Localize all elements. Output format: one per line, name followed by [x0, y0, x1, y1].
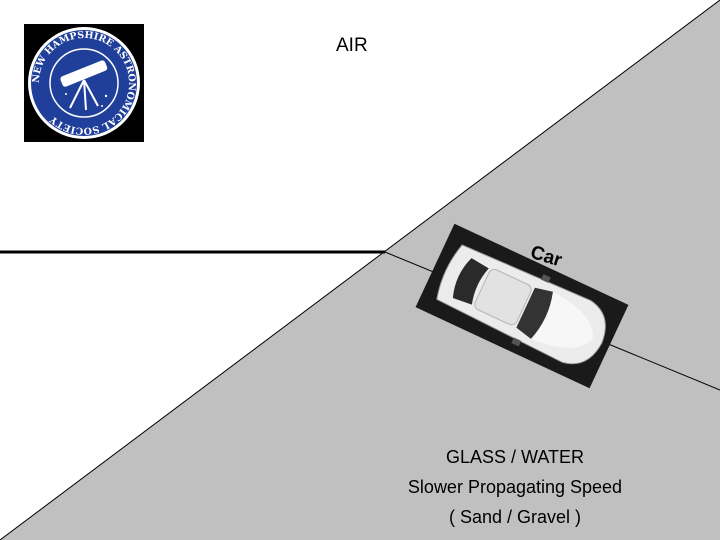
- telescope-icon: [60, 60, 108, 111]
- air-label: AIR: [336, 35, 368, 56]
- medium-analogy: ( Sand / Gravel ): [448, 507, 582, 527]
- car-image: [415, 223, 629, 389]
- society-logo: NEW HAMPSHIRE ASTRONOMICAL SOCIETY: [24, 24, 144, 142]
- medium-title: GLASS / WATER: [445, 447, 585, 467]
- medium-caption: GLASS / WATER Slower Propagating Speed (…: [370, 442, 660, 532]
- medium-speed-note: Slower Propagating Speed: [407, 477, 623, 497]
